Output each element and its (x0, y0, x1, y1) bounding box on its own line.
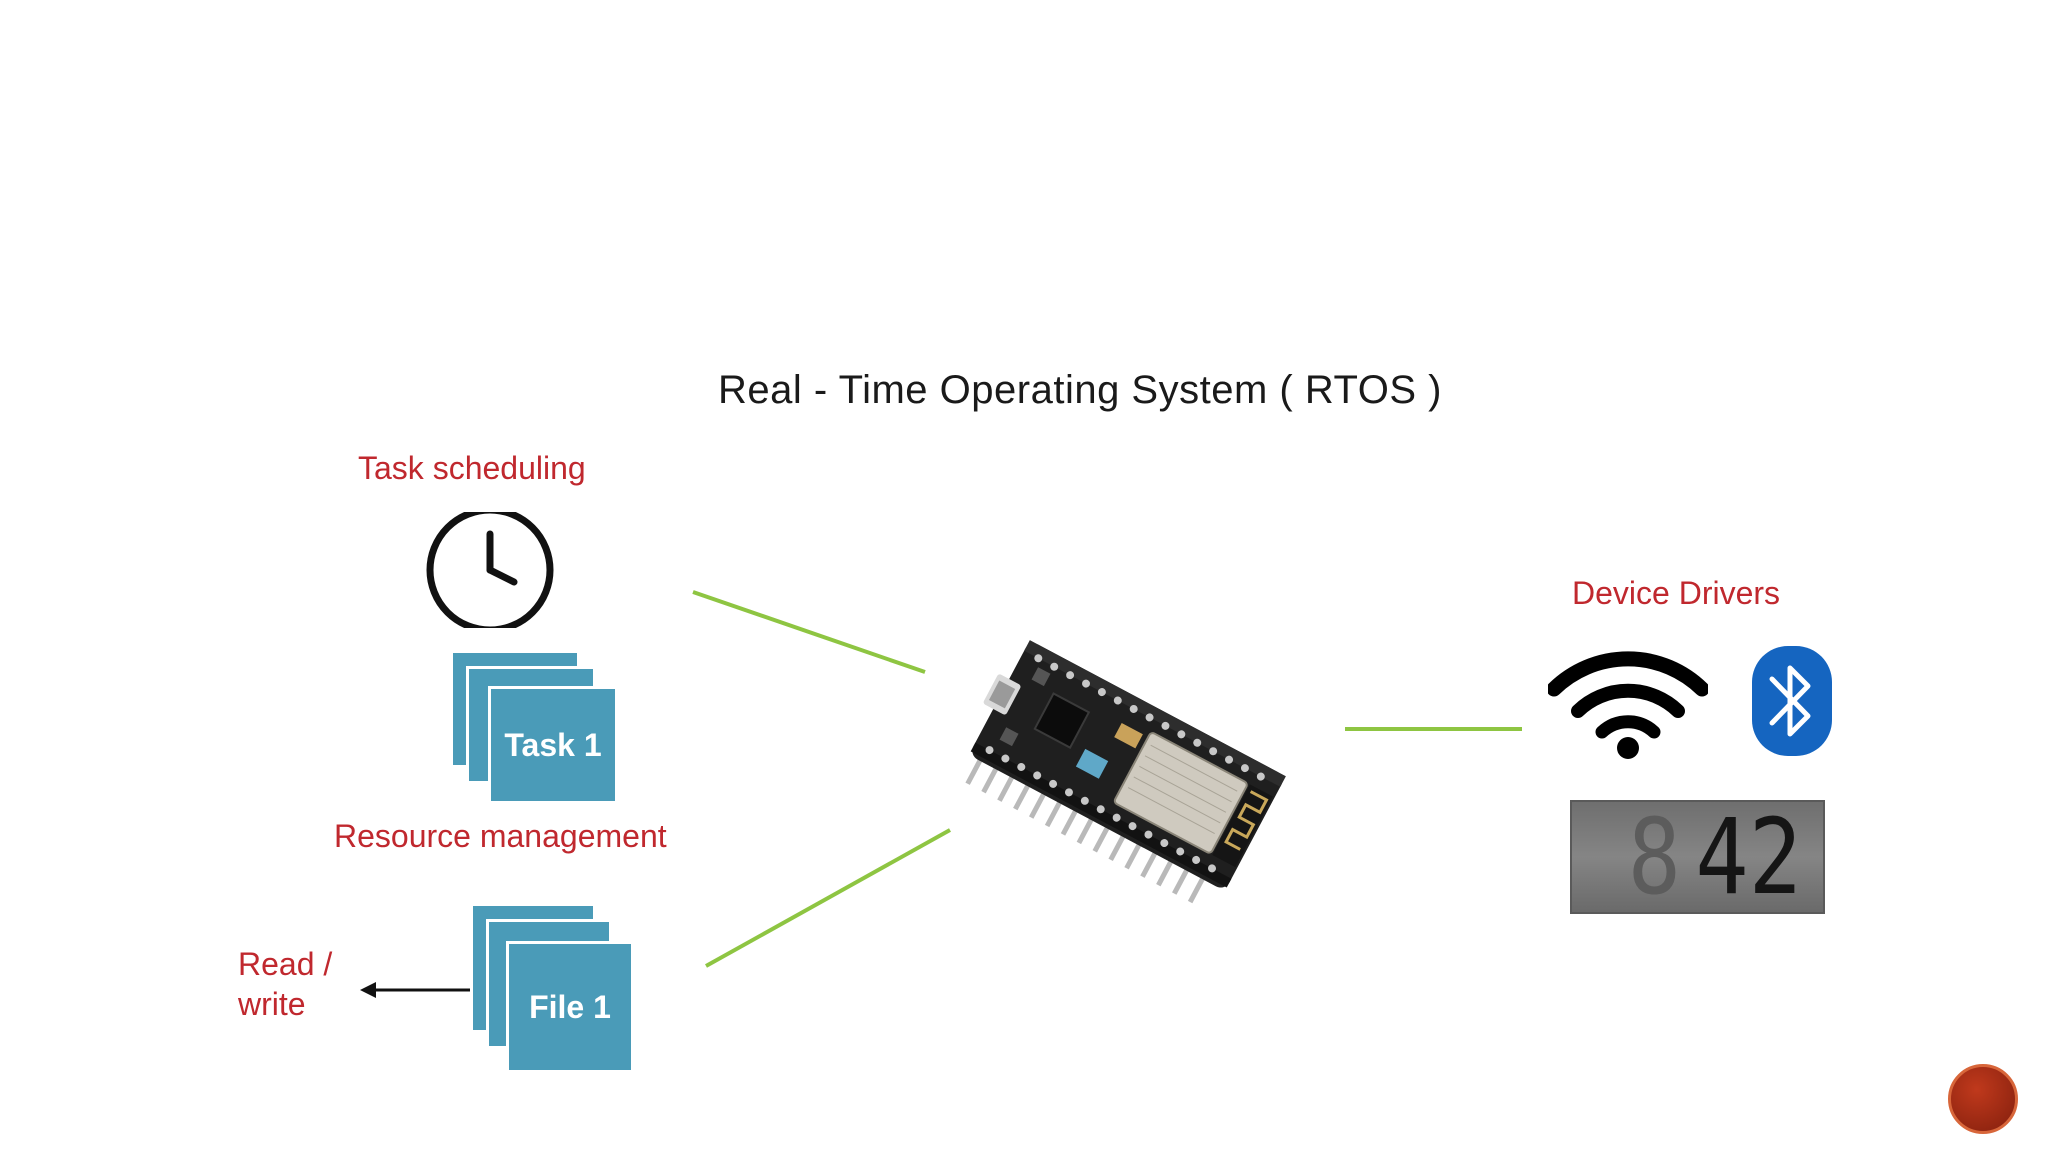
microcontroller-board (930, 630, 1360, 920)
bluetooth-icon (1752, 646, 1832, 756)
connector-resource (706, 830, 950, 966)
display-digits: 42 (1695, 805, 1801, 909)
display-ghost-digit: 8 (1628, 805, 1681, 909)
device-drivers-label: Device Drivers (1572, 575, 1780, 612)
connector-task (693, 592, 925, 672)
seven-segment-display: 8 42 (1570, 800, 1825, 914)
slide-nav-button[interactable] (1948, 1064, 2018, 1134)
wifi-icon (1548, 645, 1708, 760)
